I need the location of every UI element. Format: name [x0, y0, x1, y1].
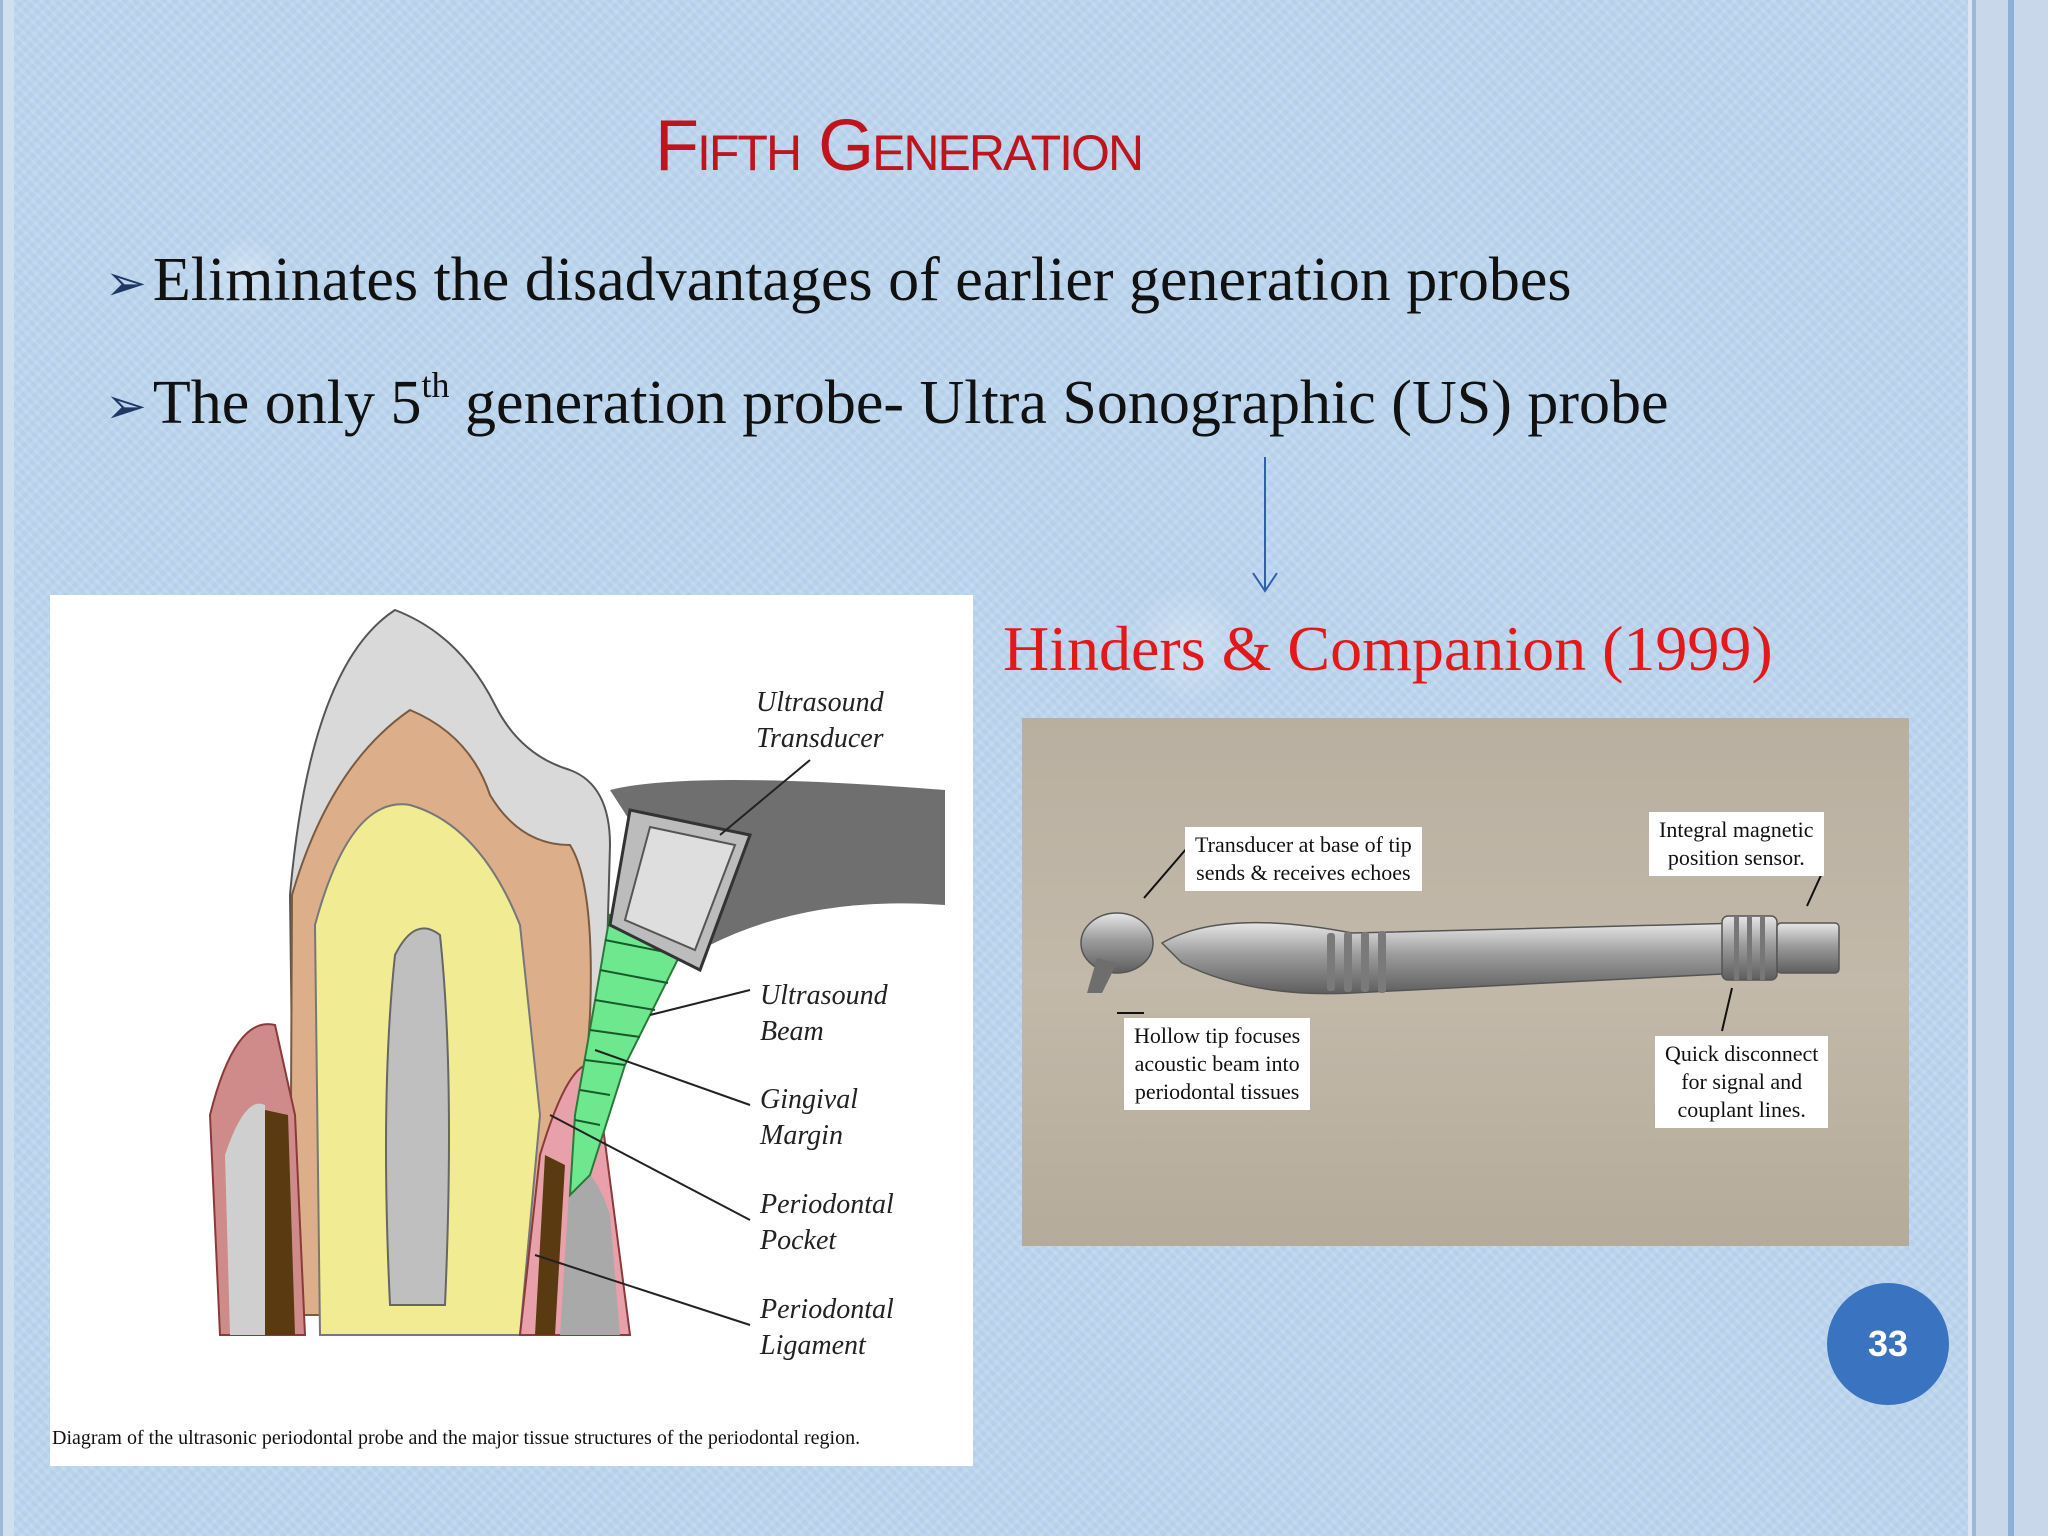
label-ultrasound-beam: Ultrasound Beam [760, 978, 888, 1050]
tooth-illustration [208, 608, 945, 1336]
callout-quick-line-2: for signal and [1681, 1069, 1803, 1094]
bullet-2-text-post: generation probe- Ultra Sonographic (US)… [449, 369, 1669, 437]
label-periodontal-pocket: Periodontal Pocket [760, 1187, 894, 1259]
probe-handpiece-illustration [1080, 847, 1840, 1032]
label-transducer-line-2: Transducer [756, 723, 884, 754]
label-ultrasound-transducer: Ultrasound Transducer [756, 685, 884, 757]
callout-transducer: Transducer at base of tip sends & receiv… [1185, 827, 1422, 891]
label-beam-line-2: Beam [760, 1016, 824, 1047]
probe-photo: Transducer at base of tip sends & receiv… [1022, 718, 1909, 1246]
slide-left-border [0, 0, 14, 1536]
bullet-arrow-icon: ➢ [105, 254, 147, 312]
callout-tip-line-1: Hollow tip focuses [1134, 1023, 1301, 1048]
callout-sensor-line-2: position sensor. [1667, 845, 1805, 870]
bullet-arrow-icon: ➢ [105, 377, 147, 435]
label-ligament-line-1: Periodontal [760, 1294, 894, 1325]
callout-position-sensor: Integral magnetic position sensor. [1649, 812, 1824, 876]
bullet-2: ➢The only 5th generation probe- Ultra So… [105, 365, 1669, 439]
label-ligament-line-2: Ligament [760, 1330, 866, 1361]
bullet-2-superscript: th [421, 365, 450, 405]
callout-hollow-tip: Hollow tip focuses acoustic beam into pe… [1124, 1018, 1311, 1110]
label-gingival-margin: Gingival Margin [760, 1082, 858, 1154]
slide-right-border [1968, 0, 2048, 1536]
down-arrow-icon [1252, 457, 1278, 593]
callout-quick-line-3: couplant lines. [1677, 1097, 1806, 1122]
slide-title: Fifth Generation [655, 106, 1144, 186]
callout-transducer-line-1: Transducer at base of tip [1195, 832, 1412, 857]
page-number-badge: 33 [1827, 1283, 1949, 1405]
label-gingival-line-2: Margin [760, 1120, 843, 1151]
label-pocket-line-2: Pocket [760, 1225, 837, 1256]
label-beam-line-1: Ultrasound [760, 980, 888, 1011]
callout-quick-disconnect: Quick disconnect for signal and couplant… [1655, 1036, 1829, 1128]
label-pocket-line-1: Periodontal [760, 1189, 894, 1220]
callout-sensor-line-1: Integral magnetic [1659, 817, 1814, 842]
periodontal-probe-diagram: Ultrasound Transducer Ultrasound Beam Gi… [50, 595, 973, 1466]
bullet-2-text-pre: The only 5 [152, 369, 422, 437]
credit-text: Hinders & Companion (1999) [1003, 613, 1773, 684]
diagram-caption: Diagram of the ultrasonic periodontal pr… [52, 1427, 861, 1449]
label-gingival-line-1: Gingival [760, 1084, 858, 1115]
bullet-1-text: Eliminates the disadvantages of earlier … [152, 246, 1572, 314]
bullet-1: ➢Eliminates the disadvantages of earlier… [105, 245, 1572, 316]
callout-tip-line-3: periodontal tissues [1134, 1079, 1300, 1104]
callout-transducer-line-2: sends & receives echoes [1196, 860, 1411, 885]
label-transducer-line-1: Ultrasound [756, 687, 884, 718]
label-periodontal-ligament: Periodontal Ligament [760, 1292, 894, 1364]
callout-quick-line-1: Quick disconnect [1665, 1041, 1819, 1066]
callout-tip-line-2: acoustic beam into [1134, 1051, 1300, 1076]
